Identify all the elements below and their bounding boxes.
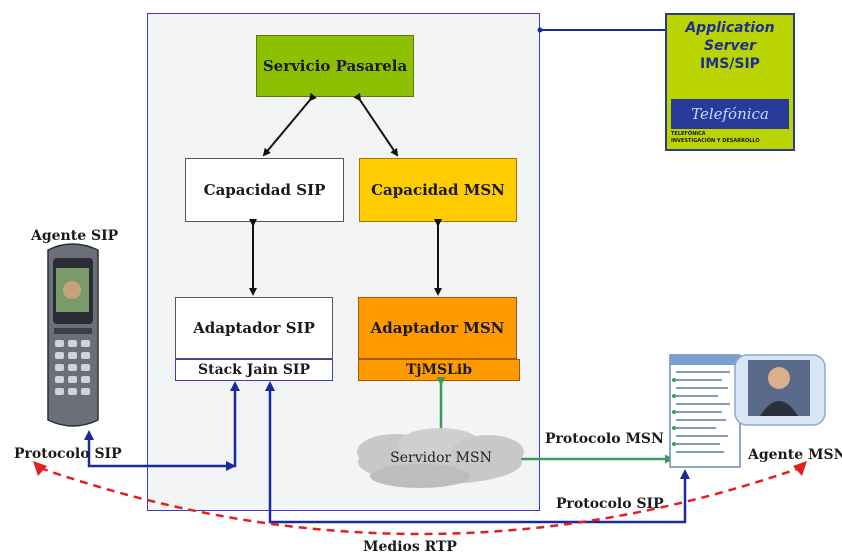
protocolo-sip-left-arrow-mid [226, 461, 236, 471]
medios-rtp-arrow-right [793, 461, 807, 476]
medios-rtp-arc [39, 466, 801, 536]
telefonica-sub-line1: Telefónica [671, 131, 706, 137]
servidor-msn-cloud [357, 428, 524, 488]
medios-rtp-label: Medios RTP [363, 539, 457, 555]
capacidad-sip-box: Capacidad SIP [185, 158, 344, 222]
application-server-title: Application Server IMS/SIP [671, 19, 789, 79]
app-server-line1: Application [685, 20, 775, 36]
protocolo-sip-bottom-line [268, 384, 687, 524]
medios-rtp-arrow-left [33, 461, 47, 476]
adaptador-sip-box: Adaptador SIP [175, 297, 333, 359]
pasarela-to-capsip-arrow [262, 92, 317, 157]
protocolo-sip-left-arrow-up [84, 430, 94, 440]
app-server-line3: IMS/SIP [700, 56, 760, 72]
protocolo-sip-bottom-arrow-stack [265, 381, 275, 391]
telefonica-logo: Telefónica [691, 105, 769, 123]
tjmslib-box: TjMSLib [358, 359, 520, 381]
servidor-msn-label: Servidor MSN [390, 450, 492, 466]
protocolo-sip-left-label: Protocolo SIP [14, 446, 122, 462]
telefonica-band: Telefónica [671, 99, 789, 129]
agente-msn-label: Agente MSN [748, 447, 842, 463]
app-server-line2: Server [703, 38, 756, 54]
app-server-link-dot [537, 27, 543, 33]
stack-jain-sip-box: Stack Jain SIP [175, 359, 333, 381]
sip-phone-icon [47, 243, 99, 427]
protocolo-sip-bottom-label: Protocolo SIP [556, 496, 664, 512]
telefonica-sub-line2: Investigación y Desarrollo [671, 138, 760, 144]
protocolo-sip-left-line [87, 384, 237, 468]
servicio-pasarela-box: Servicio Pasarela [256, 35, 414, 97]
msn-messenger-icon [669, 354, 826, 468]
telefonica-subtitle: Telefónica Investigación y Desarrollo [671, 131, 789, 145]
agente-sip-label: Agente SIP [31, 228, 119, 244]
application-server-badge: Application Server IMS/SIP Telefónica Te… [665, 13, 795, 151]
protocolo-sip-left-arrow-stack [230, 381, 240, 391]
adaptador-msn-box: Adaptador MSN [358, 297, 517, 359]
pasarela-to-capmsn-arrow [353, 92, 399, 157]
protocolo-msn-label: Protocolo MSN [545, 431, 664, 447]
protocolo-sip-bottom-arrow-agent [680, 469, 690, 479]
